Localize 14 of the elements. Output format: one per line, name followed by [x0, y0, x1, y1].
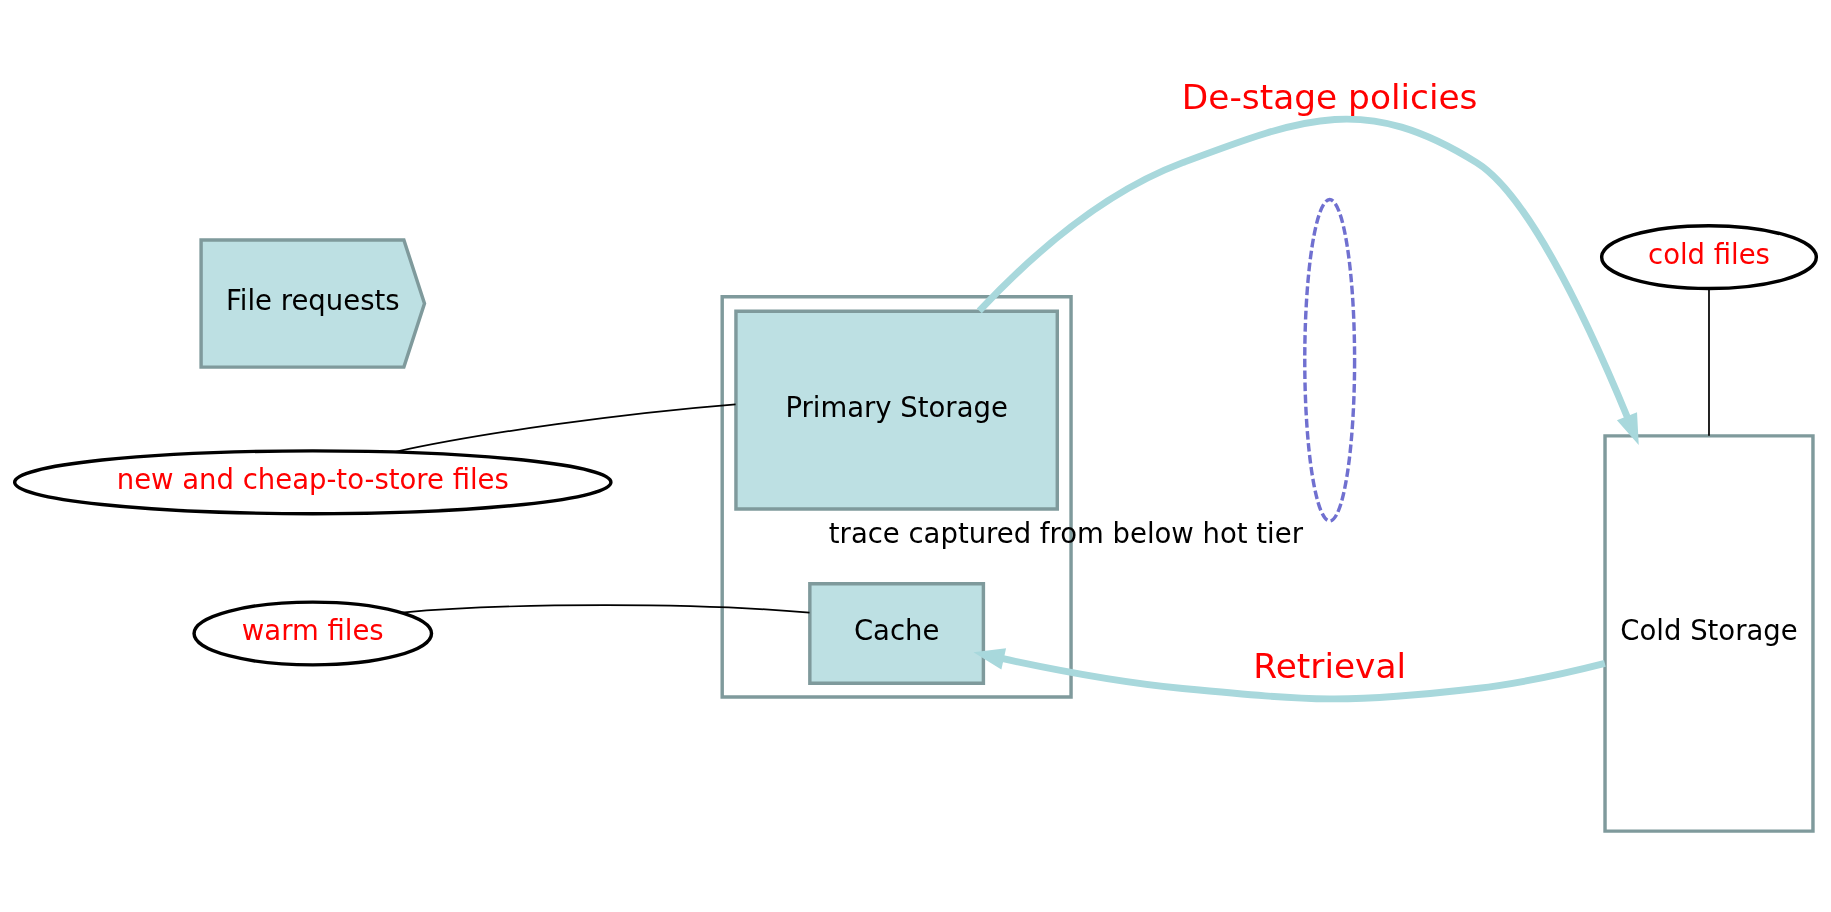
node-box: Cache: [808, 581, 986, 685]
node-box: Primary Storage: [734, 309, 1059, 511]
edge-label: Retrieval: [1253, 645, 1407, 686]
node-label: trace captured from below hot tier: [828, 516, 1303, 549]
node-ellipse: [1303, 197, 1357, 523]
node-ellipse: warm files: [192, 599, 434, 667]
connector: [1708, 287, 1710, 437]
arrow: [976, 115, 1639, 445]
node-ellipse: cold files: [1599, 223, 1819, 290]
node-box: Cold Storage: [1603, 433, 1815, 833]
arrow: [973, 647, 1606, 702]
connector: [401, 603, 811, 614]
node-ellipse: new and cheap-to-store files: [12, 448, 613, 515]
edge-label: De-stage policies: [1181, 76, 1478, 117]
